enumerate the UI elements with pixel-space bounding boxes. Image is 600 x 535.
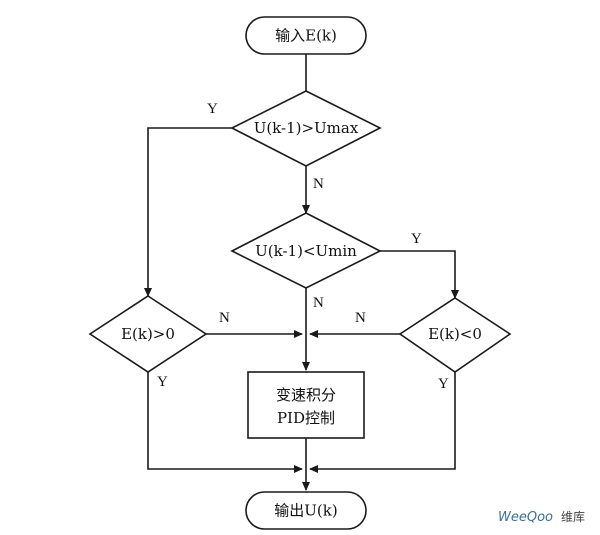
start-label: 输入E(k) [275,27,337,45]
end-label: 输出U(k) [274,502,337,520]
node-decision-ek-neg: E(k)<0 [398,297,512,373]
node-process: 变速积分 PID控制 [247,371,365,439]
decision-umax-label: U(k-1)>Umax [254,119,359,137]
node-decision-umin: U(k-1)<Umin [230,212,382,289]
start-terminal [245,16,367,55]
label-umin-no: N [313,295,324,311]
edge-umax-yes-to-ekpos [144,127,232,297]
edges [144,54,459,491]
decision-ek-pos-diamond [88,295,208,373]
node-end: 输出U(k) [245,491,367,530]
edge-umin-yes-to-ekneg [380,250,459,299]
decision-umin-label: U(k-1)<Umin [255,242,357,260]
node-decision-ek-pos: E(k)>0 [88,295,208,373]
label-ekpos-yes: Y [157,374,168,390]
label-umax-no: N [313,176,324,192]
process-label-line2: PID控制 [277,409,335,427]
decision-umax-diamond [230,90,382,167]
label-ekneg-no: N [355,310,366,326]
watermark-brand: WeeQoo [498,510,553,525]
label-umax-yes: Y [207,101,218,117]
decision-ek-neg-label: E(k)<0 [428,325,482,343]
edge-labels: Y N Y N N N Y Y [157,101,449,392]
decision-ek-pos-label: E(k)>0 [121,325,175,343]
label-ekpos-no: N [219,310,230,326]
decision-ek-neg-diamond [398,297,512,373]
node-decision-umax: U(k-1)>Umax [230,90,382,167]
edge-ekneg-yes-to-merge [309,372,456,473]
edge-ekpos-yes-to-merge [147,372,303,473]
end-terminal [245,491,367,530]
process-label-line1: 变速积分 [276,386,336,404]
label-umin-yes: Y [411,231,422,247]
process-box [247,371,365,439]
watermark-suffix: 维库 [561,509,585,524]
label-ekneg-yes: Y [438,376,449,392]
decision-umin-diamond [230,212,382,289]
watermark: WeeQoo 维库 [498,509,585,525]
node-start: 输入E(k) [245,16,367,55]
